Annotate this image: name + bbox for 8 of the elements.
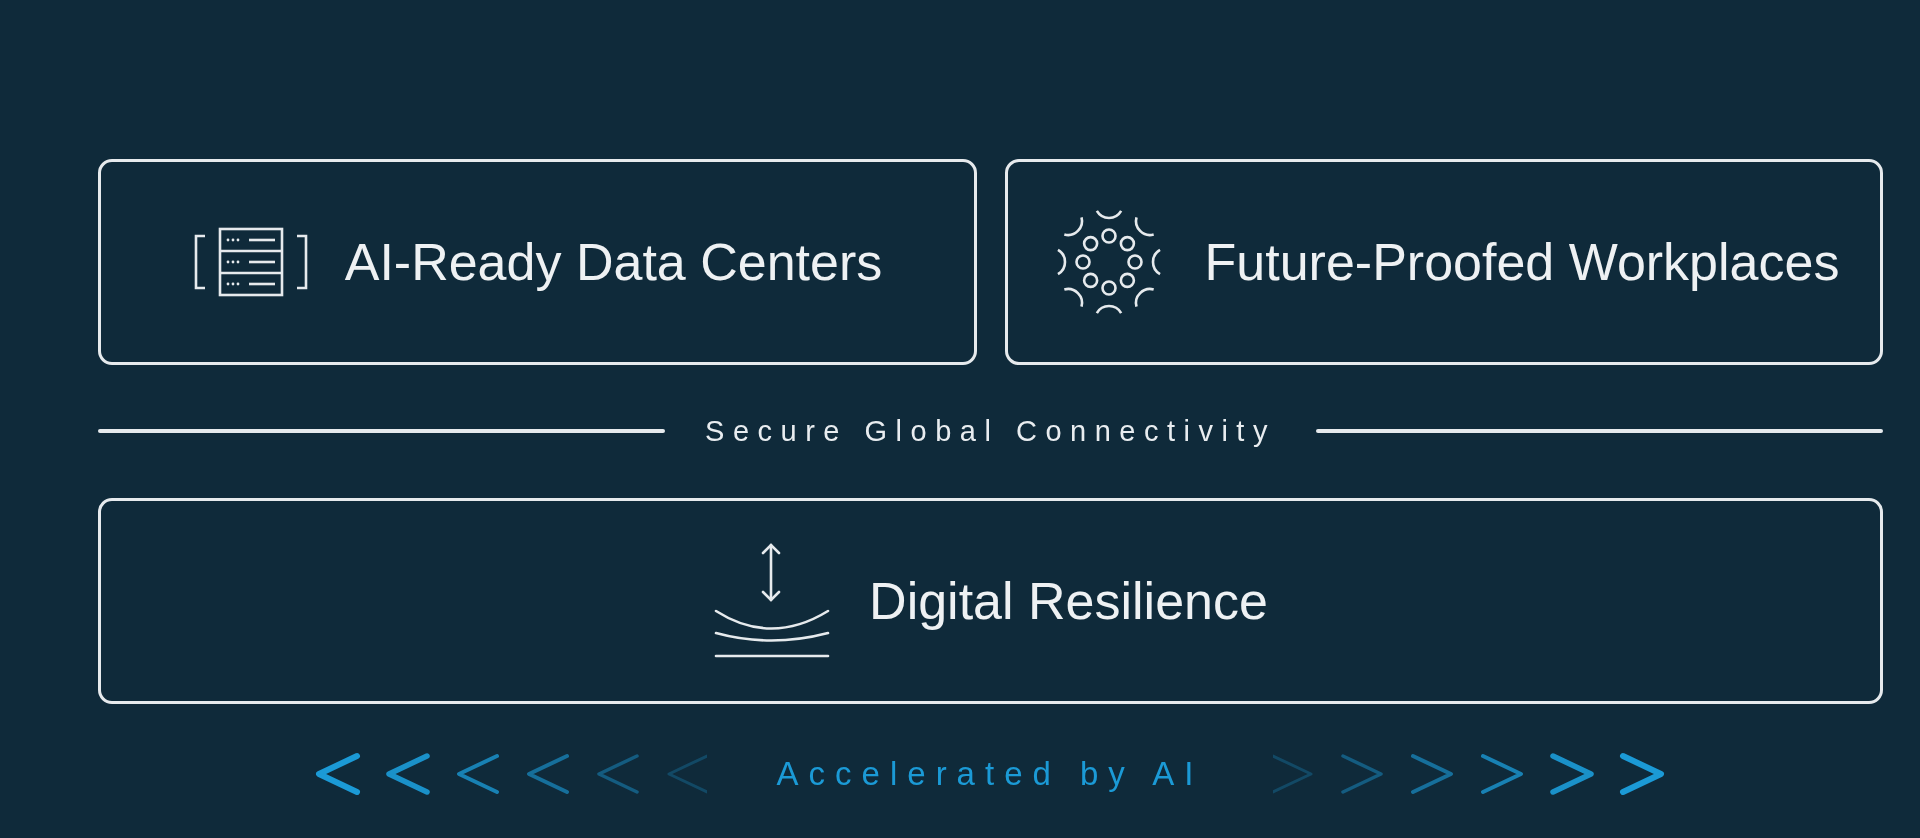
pillar-box [98, 498, 1883, 704]
band-label: Secure Global Connectivity [705, 414, 1276, 448]
pillar-box [1005, 159, 1883, 365]
pillar-title: AI-Ready Data Centers [344, 232, 883, 292]
tagline: Accelerated by AI [776, 755, 1204, 793]
pillar-title: Future-Proofed Workplaces [1204, 232, 1840, 292]
pillar-title: Digital Resilience [869, 571, 1268, 631]
pillar-box [98, 159, 977, 365]
